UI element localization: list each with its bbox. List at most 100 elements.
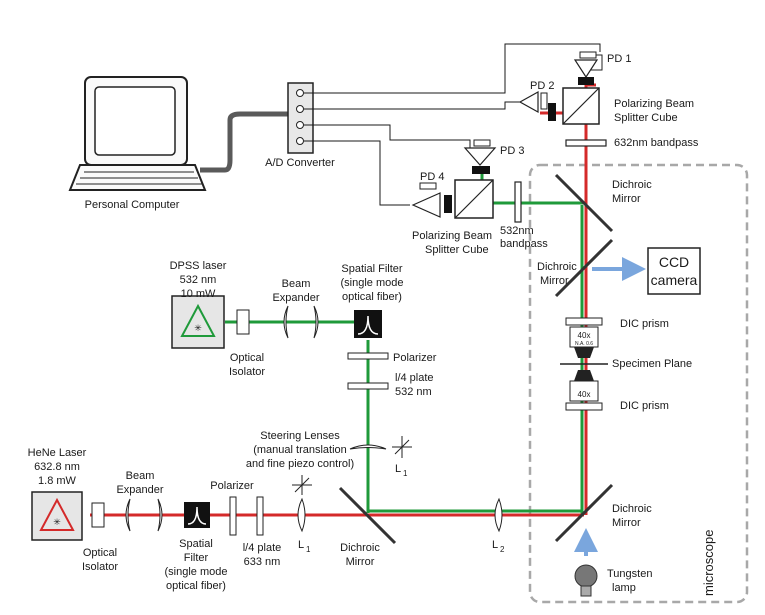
pbs-mid-label-2: Splitter Cube [425, 244, 489, 256]
l2-lens [494, 497, 503, 533]
optical-isolator-top [236, 309, 250, 335]
ad-converter-label: A/D Converter [265, 157, 335, 169]
pd4-label: PD 4 [420, 171, 444, 183]
beam-expander-top-label-1: Beam [282, 278, 311, 290]
l1-upper-sub: 1 [403, 469, 408, 478]
pbs-mid-label-1: Polarizing Beam [412, 230, 492, 242]
dpss-label-2: 532 nm [180, 274, 217, 286]
dichroic-mirror-top [554, 173, 614, 233]
dichroic-bottom-left-label-1: Dichroic [340, 542, 380, 554]
pd1-label: PD 1 [607, 53, 631, 65]
l1-lower-lens [297, 497, 306, 533]
objective-top [569, 326, 599, 358]
optical-isolator-bottom-label-1: Optical [83, 547, 117, 559]
spatial-filter-bottom [184, 502, 210, 528]
pd4-amplifier [411, 182, 452, 218]
polarizer-bottom-label: Polarizer [210, 480, 254, 492]
pd2-amplifier [518, 90, 556, 121]
beam-expander-top-lens-1 [283, 305, 289, 339]
beam-expander-bottom-lens-2 [157, 498, 163, 532]
bandpass-532-filter [514, 181, 522, 223]
l1-lower-sub: 1 [306, 545, 311, 554]
beam-expander-bottom-label-1: Beam [126, 470, 155, 482]
quarter-plate-bottom [256, 496, 264, 536]
objective-bottom [569, 370, 599, 402]
dpss-label-3: 10 mW [181, 288, 216, 300]
pbs-top-cube [562, 87, 600, 125]
spatial-filter-bottom-label-4: optical fiber) [166, 580, 226, 592]
beam-expander-bottom-lens-1 [125, 498, 131, 532]
steering-label-3: and fine piezo control) [246, 458, 354, 470]
dichroic-mirror-mid [554, 238, 614, 298]
spatial-filter-top [354, 310, 382, 338]
dichroic-bottom-right-label-1: Dichroic [612, 503, 652, 515]
steering-label-1: Steering Lenses [260, 430, 340, 442]
pd3-amplifier [463, 139, 497, 174]
dpss-laser-icon: ✳ [171, 295, 225, 349]
specimen-plane-label: Specimen Plane [612, 358, 692, 370]
svg-text:✳: ✳ [194, 323, 202, 333]
l1-lower-label: L [298, 539, 304, 551]
steering-label-2: (manual translation [253, 444, 347, 456]
spatial-filter-top-label-1: Spatial Filter [341, 263, 402, 275]
dichroic-bottom-left-label-2: Mirror [346, 556, 375, 568]
tungsten-label-2: lamp [612, 582, 636, 594]
optical-isolator-top-label-2: Isolator [229, 366, 265, 378]
computer-cable [227, 111, 290, 160]
l2-label: L [492, 539, 498, 551]
tungsten-label-1: Tungsten [607, 568, 652, 580]
optical-isolator-top-label-1: Optical [230, 352, 264, 364]
quarter-plate-top-label-1: l/4 plate [395, 372, 434, 384]
bandpass-532-label-1: 532nm [500, 225, 534, 237]
hene-laser-icon: ✳ [31, 491, 83, 541]
spatial-filter-top-label-2: (single mode [341, 277, 404, 289]
quarter-plate-top-label-2: 532 nm [395, 386, 432, 398]
beam-expander-top-lens-2 [313, 305, 319, 339]
hene-label-3: 1.8 mW [38, 475, 77, 487]
pbs-top-label-1: Polarizing Beam [614, 98, 694, 110]
dic-prism-top-label: DIC prism [620, 318, 669, 330]
l1-upper-label: L [395, 463, 401, 475]
l2-sub: 2 [500, 545, 505, 554]
polarizer-top-label: Polarizer [393, 352, 437, 364]
signal-wires [304, 43, 601, 206]
bandpass-632-filter [565, 139, 607, 147]
dichroic-top-label-2: Mirror [612, 193, 641, 205]
optical-isolator-bottom-label-2: Isolator [82, 561, 118, 573]
svg-text:✳: ✳ [53, 517, 61, 527]
dic-prism-top [565, 317, 603, 326]
objective-bottom-text: 40x [578, 390, 591, 399]
hene-label-1: HeNe Laser [28, 447, 87, 459]
hene-label-2: 632.8 nm [34, 461, 80, 473]
dichroic-mirror-bottom-left [338, 486, 397, 545]
spatial-filter-bottom-label-1: Spatial [179, 538, 213, 550]
pd1-amplifier [573, 51, 603, 85]
polarizer-bottom [229, 496, 237, 536]
dichroic-mid-label-1: Dichroic [537, 261, 577, 273]
dichroic-bottom-right-label-2: Mirror [612, 517, 641, 529]
objective-top-sub: N.A. 0.6 [575, 341, 593, 347]
microscope-enclosure [528, 163, 749, 604]
beam-expander-top-label-2: Expander [272, 292, 319, 304]
ccd-label-2: camera [651, 272, 698, 288]
quarter-plate-bottom-label-1: l/4 plate [243, 542, 282, 554]
spatial-filter-bottom-label-3: (single mode [165, 566, 228, 578]
pbs-top-label-2: Splitter Cube [614, 112, 678, 124]
bandpass-532-label-2: bandpass [500, 238, 548, 250]
dichroic-mid-label-2: Mirror [540, 275, 569, 287]
beam-expander-bottom-label-2: Expander [116, 484, 163, 496]
spatial-filter-bottom-label-2: Filter [184, 552, 209, 564]
personal-computer-label: Personal Computer [85, 199, 180, 211]
piezo-arrows-lower-icon [292, 475, 312, 495]
bandpass-632-label: 632nm bandpass [614, 137, 699, 149]
ccd-camera-box [647, 247, 701, 295]
steering-lens [349, 444, 387, 450]
spatial-filter-top-label-3: optical fiber) [342, 291, 402, 303]
dic-prism-bottom-label: DIC prism [620, 400, 669, 412]
microscope-label: microscope [701, 530, 716, 596]
quarter-plate-top [347, 382, 389, 390]
dichroic-mirror-bottom-right [554, 483, 614, 543]
ccd-label-1: CCD [659, 254, 689, 270]
objective-top-text: 40x [578, 331, 591, 340]
